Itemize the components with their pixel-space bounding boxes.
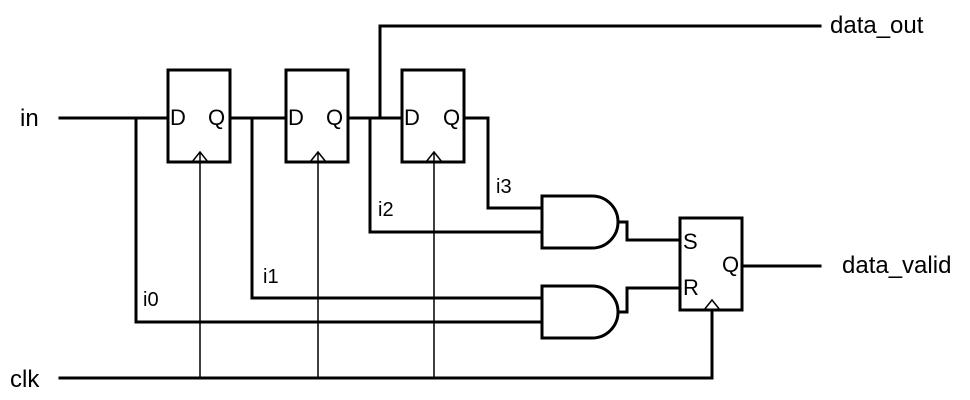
and-gate-upper: [540, 194, 620, 250]
and-gate-lower: [540, 284, 620, 340]
ff1-q-label: Q: [208, 105, 226, 130]
wire-i2: [368, 116, 544, 234]
label-clk: clk: [10, 366, 40, 393]
latch-s-label: S: [683, 229, 698, 254]
wire-i0: [134, 116, 544, 324]
latch-r-label: R: [683, 275, 699, 300]
label-data-out: data_out: [830, 12, 924, 39]
flipflop-2: [284, 68, 350, 164]
net-i0-label: i0: [143, 289, 159, 311]
ff1-d-label: D: [170, 105, 186, 130]
wire-i1: [250, 116, 544, 300]
ff3-q-label: Q: [443, 105, 461, 130]
label-in: in: [20, 105, 39, 132]
wire-i3: [462, 116, 544, 210]
latch-q-label: Q: [722, 252, 740, 277]
net-i2-label: i2: [378, 199, 394, 221]
sr-latch: [678, 216, 744, 312]
label-data-valid: data_valid: [842, 252, 952, 279]
clock-triangle-latch: [703, 298, 721, 311]
ff2-q-label: Q: [326, 105, 344, 130]
wire-clk: [58, 308, 714, 380]
wire-data-out: [378, 24, 822, 120]
flipflop-1: [166, 68, 232, 164]
net-i1-label: i1: [263, 266, 279, 288]
ff3-d-label: D: [404, 105, 420, 130]
flipflop-3: [400, 68, 466, 164]
ff2-d-label: D: [288, 105, 304, 130]
net-i3-label: i3: [496, 176, 512, 198]
wire-and-s: [616, 220, 682, 242]
wire-and-r: [616, 286, 682, 314]
